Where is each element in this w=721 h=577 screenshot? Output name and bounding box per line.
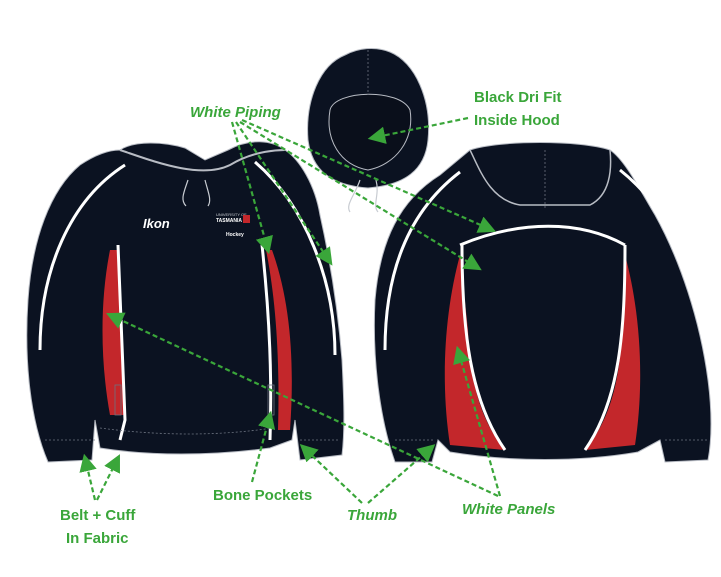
hoodie-back xyxy=(373,142,714,463)
label-dri-fit-2: Inside Hood xyxy=(474,112,560,129)
hood-detail xyxy=(307,47,430,213)
label-bone-pockets: Bone Pockets xyxy=(213,487,312,504)
team-name: Hockey xyxy=(226,232,244,238)
label-white-panels: White Panels xyxy=(462,501,555,518)
label-belt-cuff-2: In Fabric xyxy=(66,530,129,547)
label-dri-fit-1: Black Dri Fit xyxy=(474,89,562,106)
crest-icon xyxy=(243,215,250,223)
label-thumb: Thumb xyxy=(347,507,397,524)
label-belt-cuff-1: Belt + Cuff xyxy=(60,507,136,524)
crest-line2: TASMANIA xyxy=(216,218,242,224)
crest-line1: UNIVERSITY OF xyxy=(216,212,247,217)
brand-logo: Ikon xyxy=(143,216,170,231)
annotations: White Piping Black Dri Fit Inside Hood B… xyxy=(60,89,562,547)
label-white-piping: White Piping xyxy=(190,104,281,121)
hoodie-front: Ikon UNIVERSITY OF TASMANIA Hockey xyxy=(26,141,345,463)
